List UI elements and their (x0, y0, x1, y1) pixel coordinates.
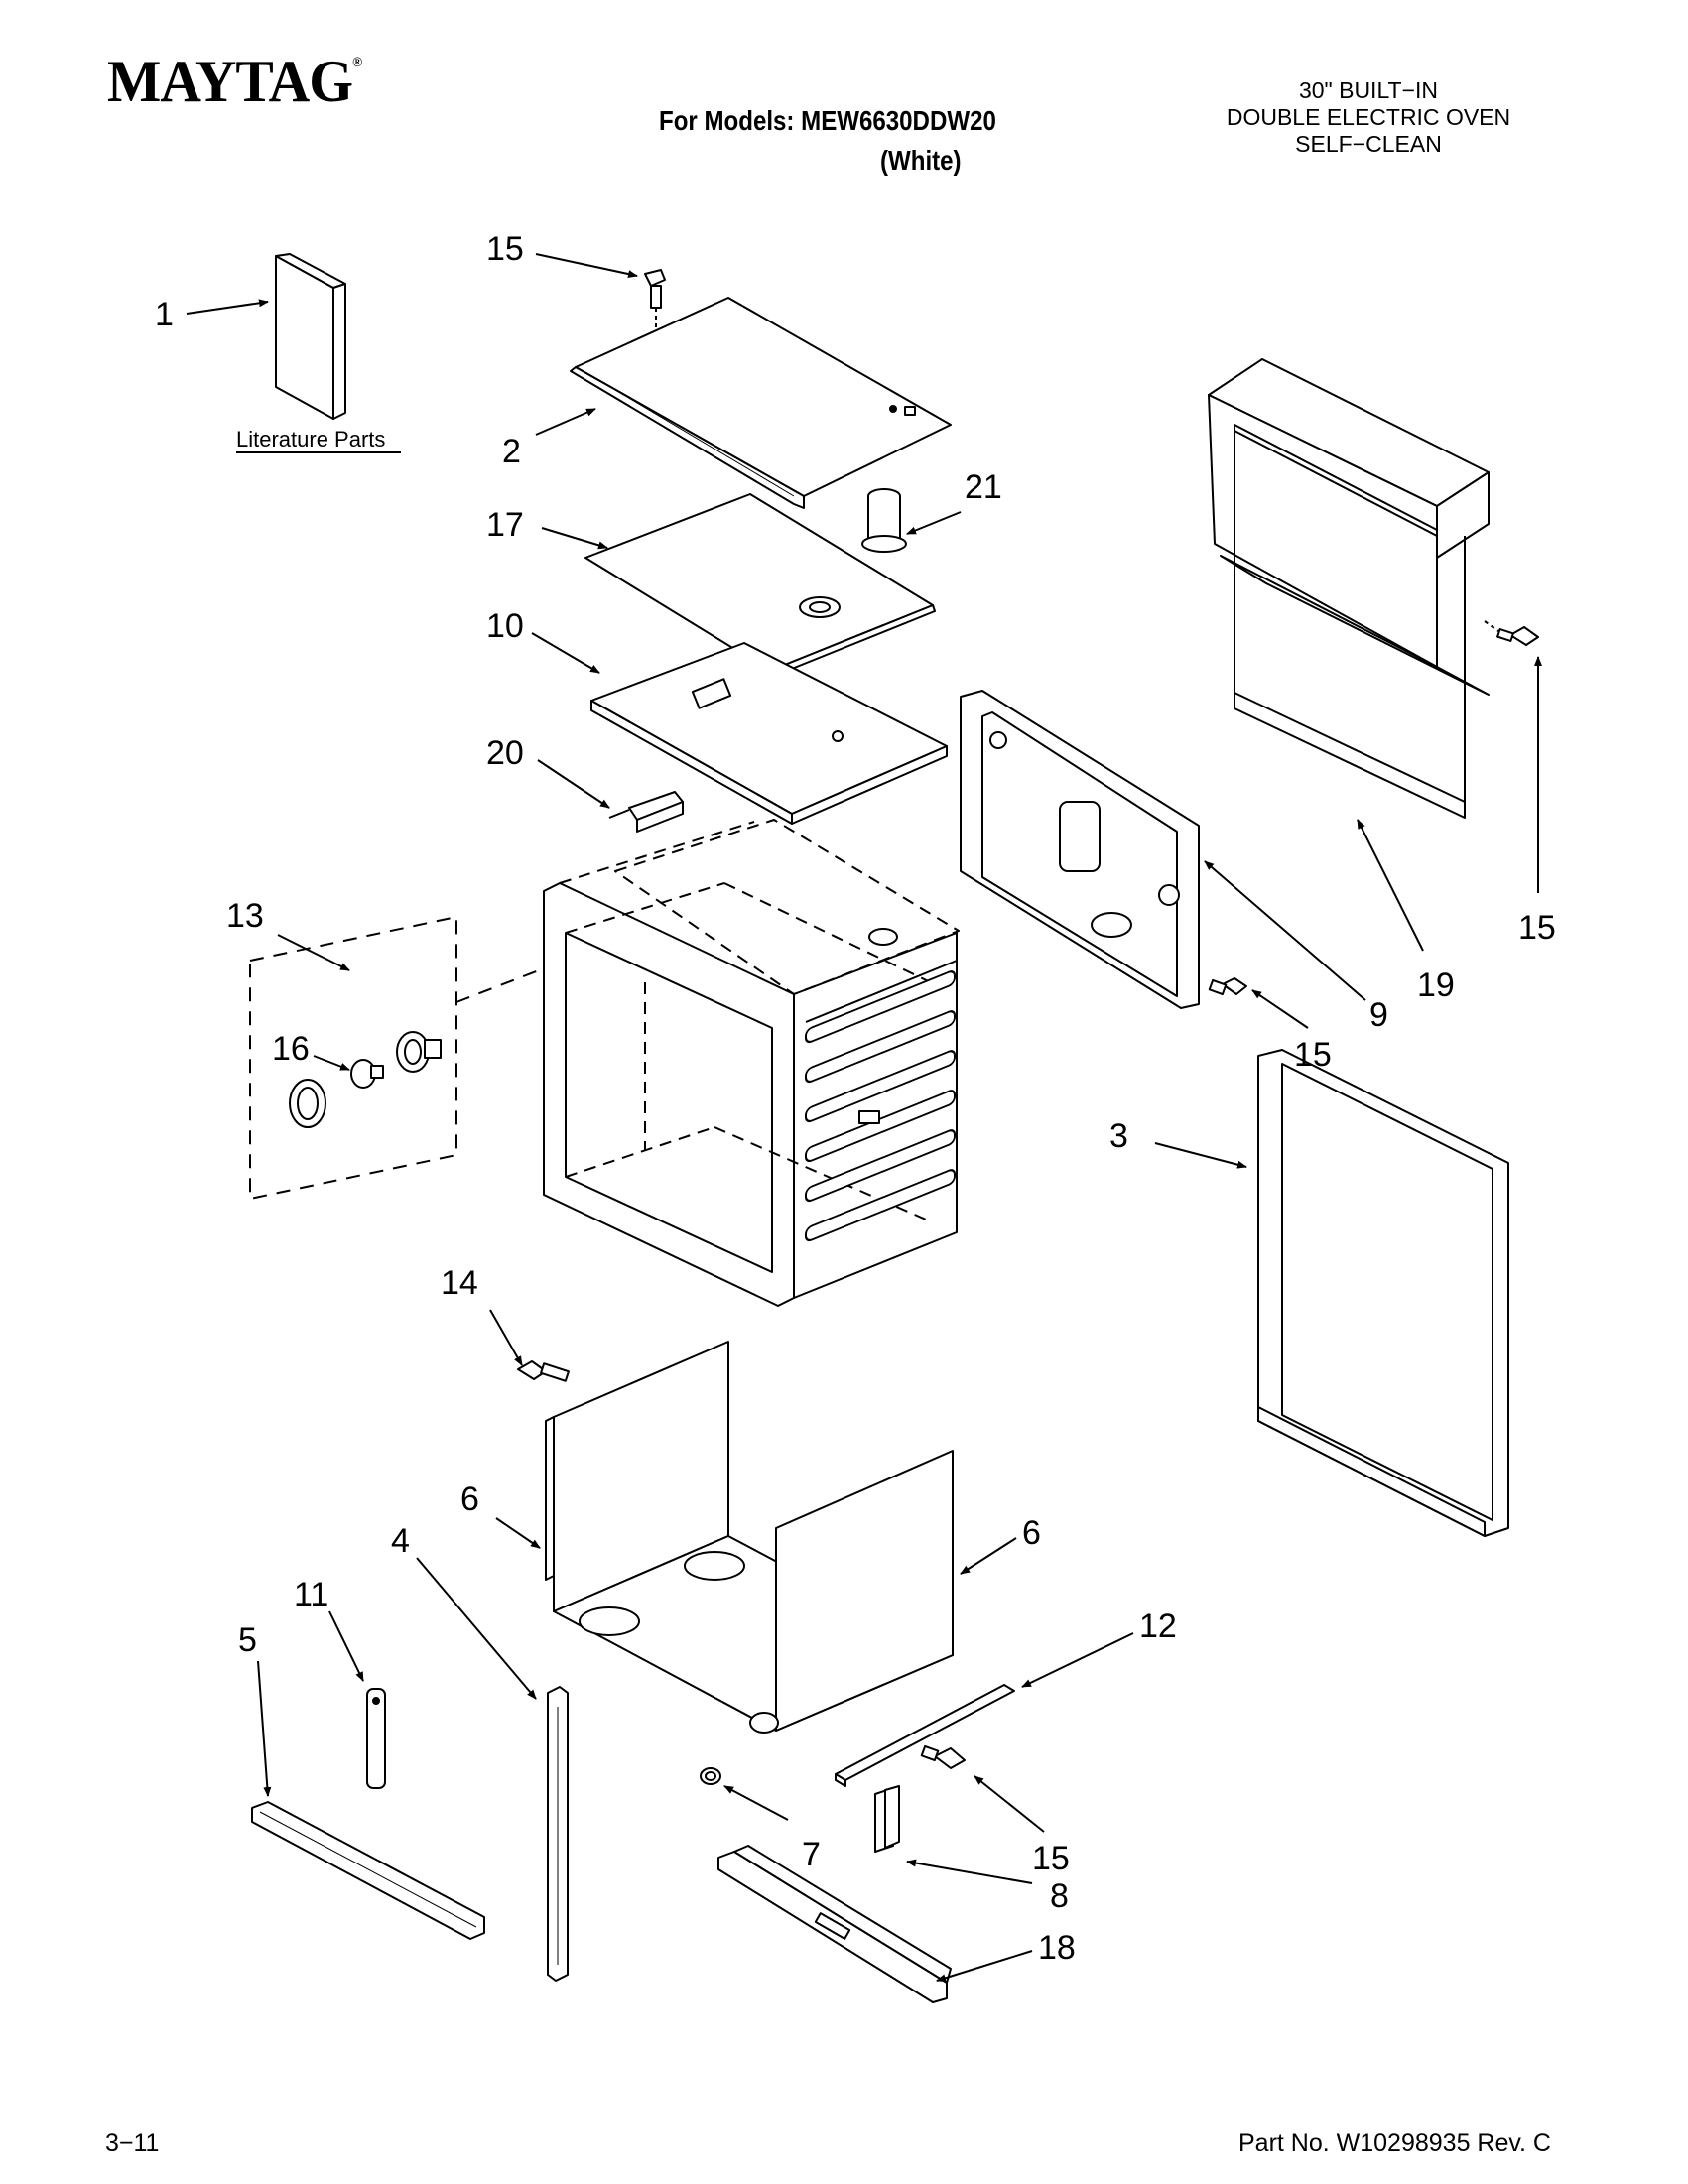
leader-15-rear (1251, 989, 1309, 1029)
screw-top (644, 269, 666, 327)
oven-light-assembly (249, 916, 545, 1200)
callout-20: 20 (486, 734, 524, 772)
leader-4 (416, 1557, 537, 1700)
leader-2 (535, 408, 596, 436)
callout-10: 10 (486, 607, 524, 645)
callout-15-top: 15 (486, 230, 524, 268)
description-line-1: 30" BUILT−IN (1298, 77, 1439, 103)
leader-19 (1357, 819, 1424, 952)
leader-7 (723, 1785, 789, 1821)
hinge-receiver (874, 1785, 900, 1853)
leader-20 (537, 759, 610, 809)
leader-6a (495, 1517, 541, 1549)
insulation-board (590, 642, 948, 825)
leader-17 (541, 527, 608, 550)
models-label: For Models: MEW6630DDW20 (659, 105, 996, 136)
screw-side (1484, 620, 1539, 646)
callout-12: 12 (1139, 1607, 1177, 1645)
registered-mark: ® (352, 56, 362, 70)
leader-11 (328, 1610, 364, 1682)
leader-15-top (535, 253, 638, 279)
description-line-2: DOUBLE ELECTRIC OVEN (1226, 104, 1511, 130)
callout-18: 18 (1038, 1929, 1076, 1967)
bracket-rail (835, 1684, 1015, 1787)
literature-label: Literature Parts (236, 427, 385, 451)
callout-6a: 6 (460, 1480, 479, 1518)
light-lens (289, 1079, 326, 1128)
callout-2: 2 (502, 433, 521, 470)
leader-10 (531, 632, 600, 674)
maytag-logo: MAYTAG® (107, 48, 362, 116)
light-bulb (350, 1059, 384, 1089)
brand-name: MAYTAG (107, 49, 353, 114)
callout-9: 9 (1369, 996, 1388, 1034)
callout-1: 1 (155, 296, 174, 333)
callout-15-bottom: 15 (1032, 1840, 1070, 1877)
grommet (700, 1767, 721, 1785)
callout-21: 21 (965, 468, 1002, 506)
callout-17: 17 (486, 506, 524, 544)
leader-9 (1204, 860, 1366, 1001)
top-panel (570, 297, 952, 509)
small-bracket (366, 1688, 386, 1789)
leader-16 (313, 1055, 350, 1071)
top-liner-plate (584, 493, 936, 678)
callout-3: 3 (1109, 1117, 1128, 1155)
callout-15-side: 15 (1518, 909, 1556, 947)
screw-bottom-left (517, 1360, 570, 1382)
callout-14: 14 (441, 1264, 478, 1302)
side-panel (1257, 1049, 1509, 1537)
rear-panel (960, 690, 1200, 1009)
leader-21 (906, 511, 962, 535)
leader-13 (277, 934, 350, 971)
leader-3 (1154, 1142, 1247, 1169)
bottom-trim (717, 1845, 952, 2003)
callout-7: 7 (802, 1836, 821, 1873)
product-description: 30" BUILT−IN DOUBLE ELECTRIC OVEN SELF−C… (1160, 77, 1577, 158)
callout-13: 13 (226, 897, 264, 935)
side-wrapper (1208, 358, 1490, 819)
screw-bracket (920, 1744, 966, 1769)
leader-6b (960, 1537, 1017, 1575)
callout-6b: 6 (1022, 1514, 1041, 1552)
screw-rear (1208, 977, 1247, 996)
base-chassis (545, 1341, 954, 1734)
vertical-trim (547, 1686, 569, 1982)
oven-cavity-frame (543, 819, 960, 1307)
callout-4: 4 (391, 1522, 410, 1560)
vent-tube (861, 488, 907, 553)
page-number: 3−11 (105, 2129, 160, 2157)
light-socket (396, 1031, 442, 1073)
leader-18 (936, 1950, 1033, 1983)
leader-15-bottom (974, 1775, 1045, 1833)
color-label: (White) (880, 145, 962, 176)
callout-8: 8 (1050, 1877, 1069, 1915)
leader-12 (1021, 1632, 1134, 1688)
part-number: Part No. W10298935 Rev. C (1238, 2129, 1551, 2157)
callout-5: 5 (238, 1621, 257, 1659)
leader-5 (257, 1660, 272, 1797)
bottom-rail-left (251, 1801, 485, 1940)
callout-15-rear: 15 (1294, 1036, 1332, 1074)
leader-1 (186, 299, 269, 315)
leader-8 (906, 1859, 1033, 1884)
callout-19: 19 (1417, 966, 1455, 1004)
callout-16: 16 (272, 1030, 310, 1068)
callout-11: 11 (294, 1576, 328, 1613)
literature-book (275, 253, 346, 420)
leader-14 (489, 1309, 523, 1366)
sensor-switch (608, 791, 684, 833)
description-line-3: SELF−CLEAN (1295, 131, 1442, 157)
